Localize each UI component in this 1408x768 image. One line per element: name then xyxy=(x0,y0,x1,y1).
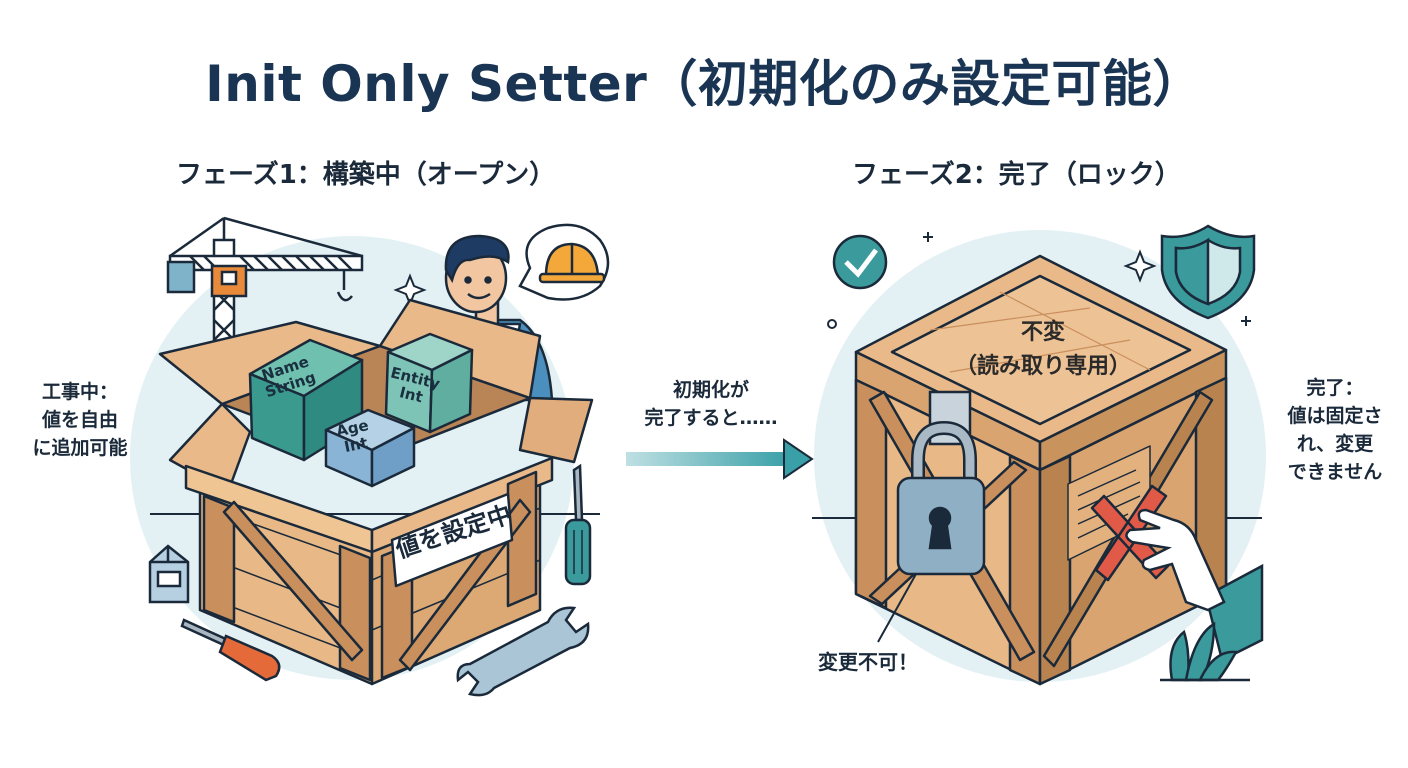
phase2-side-note: 完了： 値は固定さ れ、変更 できません xyxy=(1262,374,1408,486)
note-line: れ、変更 xyxy=(1296,433,1374,455)
note-line: 値は固定さ xyxy=(1287,405,1383,427)
cube-name xyxy=(248,338,364,462)
plant-icon xyxy=(1160,621,1250,682)
milk-carton-icon xyxy=(148,544,190,604)
cube-entity xyxy=(384,332,474,434)
lid-line: （読み取り専用） xyxy=(954,354,1131,379)
sparkle-icon-right xyxy=(1123,249,1157,283)
note-line: に追加可能 xyxy=(32,437,128,459)
open-crate xyxy=(158,298,594,686)
check-badge-icon xyxy=(832,234,888,290)
note-line: 完了すると…… xyxy=(644,407,778,429)
wrench-icon xyxy=(456,606,590,697)
transition-note: 初期化が 完了すると…… xyxy=(606,376,816,432)
lock-callout-line xyxy=(877,573,917,643)
page-title: Init Only Setter（初期化のみ設定可能） xyxy=(205,55,1203,113)
crate-lid-label: 不変 （読み取り専用） xyxy=(928,316,1158,384)
plus-marks xyxy=(827,232,1251,329)
shield-icon xyxy=(1160,224,1256,320)
cube-age xyxy=(324,408,416,488)
note-line: 値を自由 xyxy=(41,409,118,431)
padlock-icon xyxy=(896,390,986,576)
phase1-heading: フェーズ1：構築中（オープン） xyxy=(176,160,556,190)
phase1-side-note: 工事中： 値を自由 に追加可能 xyxy=(10,378,150,462)
hand-icon xyxy=(1125,508,1264,662)
hard-hat-bubble xyxy=(518,223,610,301)
note-line: できません xyxy=(1287,461,1383,483)
hard-hat-icon xyxy=(538,242,606,284)
note-line: 完了： xyxy=(1306,377,1364,399)
note-line: 初期化が xyxy=(672,379,749,401)
transition-arrow xyxy=(626,438,814,480)
screwdriver-icon xyxy=(564,463,592,586)
note-line: 工事中： xyxy=(41,381,118,403)
lock-callout-label: 変更不可！ xyxy=(818,650,918,674)
orange-screwdriver-icon xyxy=(180,618,281,682)
cube-age-label: Age Int xyxy=(335,416,374,457)
phase2-heading: フェーズ2：完了（ロック） xyxy=(852,160,1181,190)
lid-line: 不変 xyxy=(1020,320,1065,345)
tower-crane-icon xyxy=(166,216,364,374)
